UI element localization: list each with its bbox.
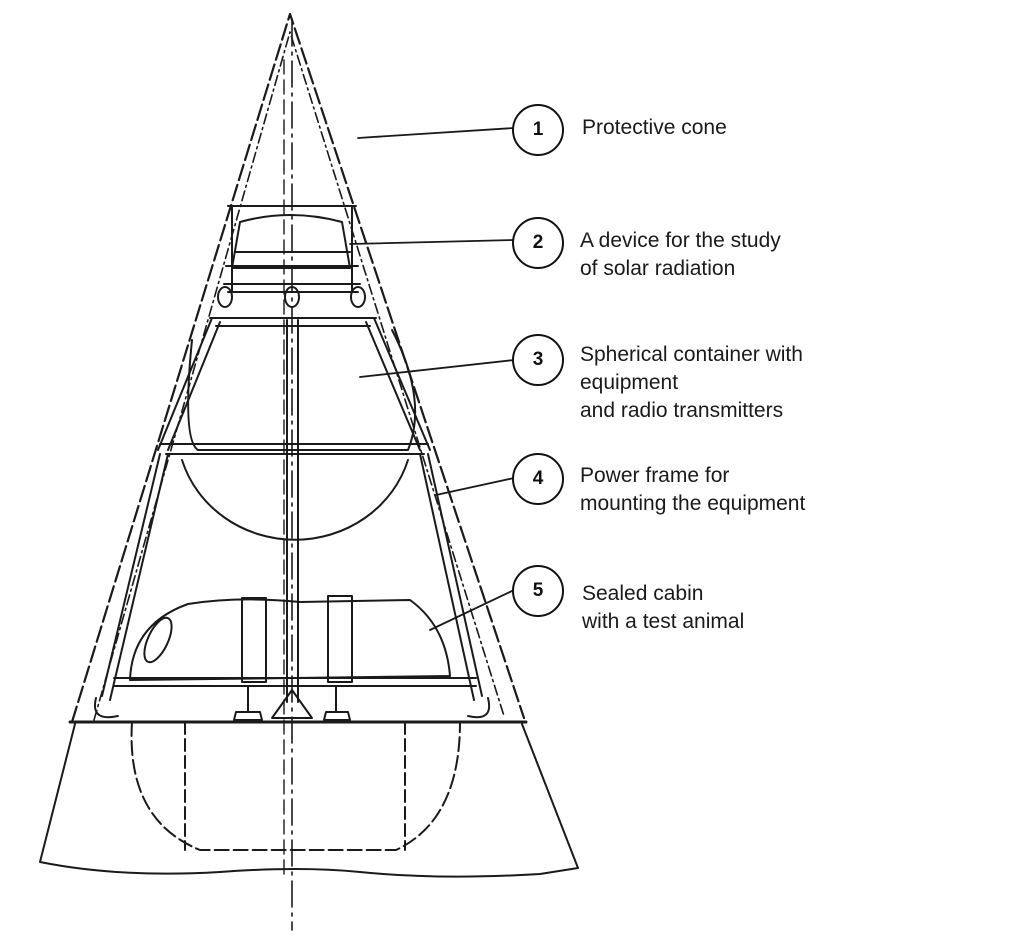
sealed-cabin — [129, 595, 461, 851]
callout-5-line-1: Sealed cabin — [582, 582, 704, 605]
callout-4-line-2: mounting the equipment — [580, 492, 806, 515]
callout-3-line-1: Spherical container with — [580, 343, 803, 366]
callout-1-label: Protective cone — [582, 114, 727, 142]
spherical-container — [159, 329, 429, 541]
leader-lines — [349, 127, 515, 631]
callout-2-label: A device for the study of solar radiatio… — [580, 227, 781, 283]
rocket-body-frustum — [39, 723, 579, 878]
callout-3-circle: 3 — [512, 334, 564, 386]
callout-4-line-1: Power frame for — [580, 464, 730, 487]
callout-1-line-1: Protective cone — [582, 116, 727, 139]
solar-radiation-device — [217, 205, 366, 308]
callout-5-line-2: with a test animal — [582, 610, 745, 633]
callout-3-line-3: and radio transmitters — [580, 399, 784, 422]
callout-2-circle: 2 — [512, 217, 564, 269]
callout-1-circle: 1 — [512, 104, 564, 156]
callout-2-line-1: A device for the study — [580, 229, 781, 252]
power-frame — [94, 317, 490, 719]
callout-2-line-2: of solar radiation — [580, 257, 736, 280]
callout-4-label: Power frame for mounting the equipment — [580, 462, 805, 518]
callout-5-label: Sealed cabin with a test animal — [582, 580, 744, 636]
callout-4-circle: 4 — [512, 453, 564, 505]
callout-3-label: Spherical container with equipment and r… — [580, 341, 803, 425]
callout-5-circle: 5 — [512, 565, 564, 617]
protective-cone — [68, 12, 528, 724]
callout-3-line-2: equipment — [580, 371, 679, 394]
